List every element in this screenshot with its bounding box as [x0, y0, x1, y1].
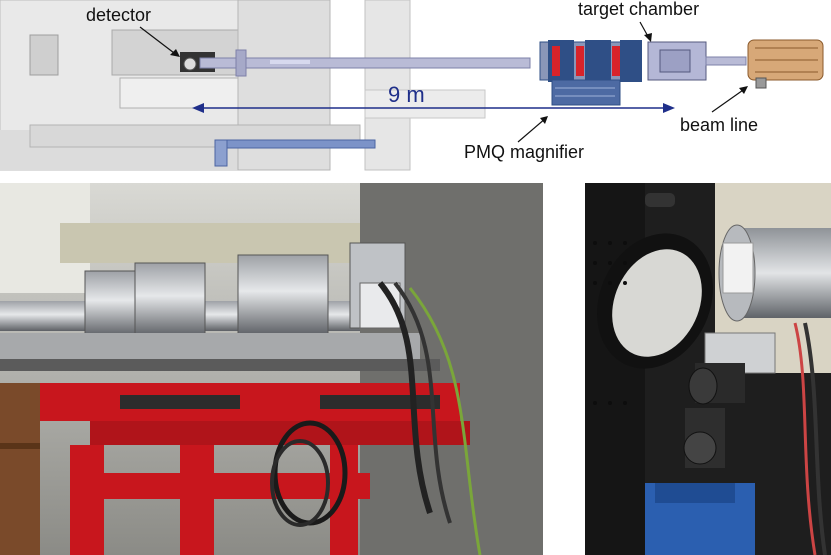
magnifier-photo-drawing [0, 183, 543, 555]
pmq-magnifier-label: PMQ magnifier [464, 142, 585, 162]
detector-label: detector [86, 5, 152, 25]
cad-beamline-rendering: detector target chamber 9 m beam line PM… [0, 0, 831, 178]
detector-photo-drawing [585, 183, 831, 555]
target-chamber-label: target chamber [578, 0, 700, 19]
cad-drawing [0, 0, 824, 171]
beam-line-label: beam line [680, 115, 759, 135]
distance-label: 9 m [388, 82, 425, 107]
magnifier-photo [0, 183, 543, 555]
detector-photo [585, 183, 831, 555]
